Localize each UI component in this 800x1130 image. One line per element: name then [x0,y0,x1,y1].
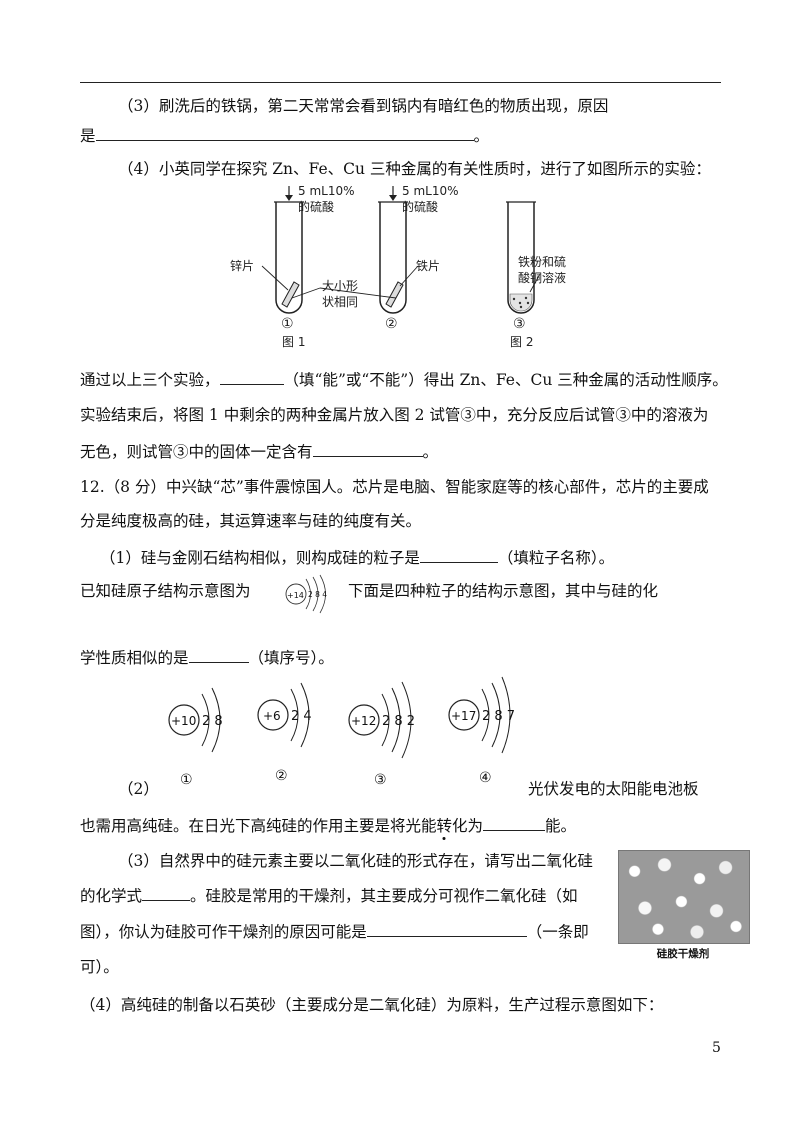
q12-3-l2a: 的化学式 [80,887,143,905]
figure-1-caption: 图 1 [282,335,305,349]
silicon-atom-diagram: +14 2 8 4 [285,574,327,614]
test-tube-2 [379,202,407,314]
atom-2-shells: 2 4 [291,709,312,724]
atom-4-shells: 2 8 7 [482,709,515,724]
q12-1: （1）硅与金刚石结构相似，则构成硅的粒子是 （填粒子名称）。 [100,546,614,569]
q12-3-l1: （3）自然界中的硅元素主要以二氧化硅的形式存在，请写出二氧化硅 [118,852,593,870]
q3-prefix: 是 [80,127,96,145]
answer-blank-q3[interactable] [95,124,474,141]
si-shells: 2 8 4 [308,590,327,599]
q12-3-l3a: 图），你认为硅胶可作干燥剂的原因可能是 [80,923,367,941]
silica-gel-photo [618,850,750,944]
para1-a: 通过以上三个实验， [80,371,220,389]
q12-1-a: （1）硅与金刚石结构相似，则构成硅的粒子是 [100,549,420,567]
atom-1-shells: 2 8 [202,714,223,729]
powder-label-1: 铁粉和硫 [518,254,566,269]
q12-2-b: 也需用高纯硅。在日光下高纯硅的作用主要是将光能转化为 能。 [80,814,576,837]
atom-3-nucleus: +12 [351,714,376,728]
si-text-b: 下面是四种粒子的结构示意图，其中与硅的化 [348,582,659,600]
q12-2-b4: 能。 [545,817,577,835]
answer-blank-particle[interactable] [419,546,498,563]
answer-blank-solid[interactable] [312,440,423,457]
photo-caption: 硅胶干燥剂 [656,948,710,960]
q12-3-l2b: 。硅胶是常用的干燥剂，其主要成分可视作二氧化硅（如 [190,887,578,905]
powder-label-2: 酸铜溶液 [518,270,566,285]
acid-label-4: 的硫酸 [402,199,438,214]
q12-2-b1: 也需用高纯硅。在日光下高纯硅的作用主要是将光能 [80,817,437,835]
q12-line2: 分是纯度极高的硅，其运算速率与硅的纯度有关。 [80,512,422,530]
page-number: 5 [712,1040,721,1056]
para1: 通过以上三个实验， （填“能”或“不能”）得出 Zn、Fe、Cu 三种金属的活动性… [80,368,728,391]
atom-1-nucleus: +10 [171,714,196,728]
answer-blank-can[interactable] [219,368,284,385]
atom-2-label: ② [275,768,288,784]
particle-diagrams: +10 2 8 ① +6 2 4 ② +12 2 8 2 ③ +17 2 8 7… [168,676,515,788]
q12-3-l2: 的化学式 。硅胶是常用的干燥剂，其主要成分可视作二氧化硅（如 [80,884,578,907]
zinc-label: 锌片 [230,259,254,273]
q12-line1: 12.（8 分）中兴缺“芯”事件震惊国人。芯片是电脑、智能家庭等的核心部件，芯片… [80,478,709,496]
iron-label: 铁片 [416,259,440,273]
q12-1-b: （填粒子名称）。 [497,549,615,567]
figure-2-caption: 图 2 [510,335,533,349]
q4-intro: （4）小英同学在探究 Zn、Fe、Cu 三种金属的有关性质时，进行了如图所示的实… [118,160,711,178]
para3-a: 无色，则试管③中的固体一定含有 [80,443,313,461]
atom-3-label: ③ [374,772,387,788]
answer-blank-select[interactable] [188,646,249,663]
same-size-label-1: 大小形 [322,279,358,293]
atom-3: +12 2 8 2 ③ [348,681,415,788]
q12-select: 学性质相似的是 （填序号）。 [80,646,334,669]
si-nucleus: +14 [287,591,304,600]
acid-label-1: 5 mL10% [298,184,355,198]
header-rule [80,82,721,83]
para3-b: 。 [422,443,439,461]
test-tube-figure: 5 mL10% 的硫酸 5 mL10% 的硫酸 锌片 大小形 状相同 铁片 铁粉… [230,184,566,349]
tube-1-number: ① [281,316,294,332]
q3-line2: 是。 [80,124,489,147]
q12-2-number: （2） [118,780,159,798]
q12-3-l3: 图），你认为硅胶可作干燥剂的原因可能是 （一条即 [80,920,589,943]
para1-b: （填“能”或“不能”）得出 Zn、Fe、Cu 三种金属的活动性顺序。 [283,371,728,389]
answer-blank-energy[interactable] [483,814,546,831]
para3: 无色，则试管③中的固体一定含有 。 [80,440,438,463]
q12-2-b3: 化为 [452,817,484,835]
atom-1-label: ① [180,772,193,788]
para2: 实验结束后，将图 1 中剩余的两种金属片放入图 2 试管③中，充分反应后试管③中… [80,406,709,424]
q12-4: （4）高纯硅的制备以石英砂（主要成分是二氧化硅）为原料，生产过程示意图如下： [80,996,664,1014]
tube-2-number: ② [385,316,398,332]
answer-blank-formula[interactable] [142,884,191,901]
emphasis-char: 转 [436,817,453,835]
atom-1: +10 2 8 ① [168,687,223,788]
atom-2: +6 2 4 ② [257,682,312,784]
atom-3-shells: 2 8 2 [382,714,415,729]
iron-strip-icon [385,281,404,308]
atom-4-label: ④ [479,770,492,786]
atom-4: +17 2 8 7 ④ [448,676,515,786]
test-tube-3 [507,202,535,314]
q3-line1: （3）刷洗后的铁锅，第二天常常会看到锅内有暗红色的物质出现，原因 [118,97,609,115]
si-text-a: 已知硅原子结构示意图为 [80,582,251,600]
atom-2-nucleus: +6 [263,709,281,723]
tube-3-number: ③ [513,316,526,332]
acid-label-3: 5 mL10% [402,184,459,198]
q12-3-l4: 可）。 [80,958,119,976]
test-tube-1 [275,202,303,314]
atom-4-nucleus: +17 [451,709,476,723]
q12-3-l3b: （一条即 [526,923,589,941]
q12-select-b: （填序号）。 [248,649,334,667]
acid-label-2: 的硫酸 [298,199,334,214]
answer-blank-reason[interactable] [366,920,527,937]
same-size-label-2: 状相同 [322,295,358,309]
q12-select-a: 学性质相似的是 [80,649,189,667]
zinc-strip-icon [281,281,300,308]
q12-2-a: 光伏发电的太阳能电池板 [528,780,699,798]
q3-suffix: 。 [473,127,490,145]
